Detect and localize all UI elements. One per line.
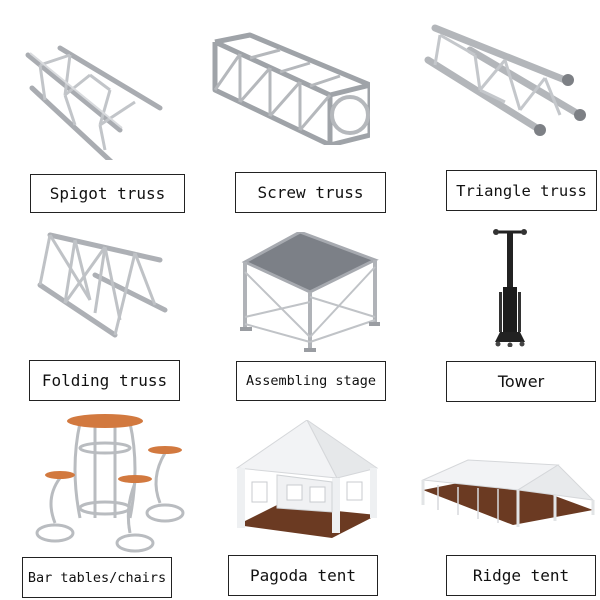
product-label-text: Assembling stage <box>245 373 377 389</box>
product-label-assembling-stage: Assembling stage <box>236 361 386 401</box>
product-label-text: Screw truss <box>257 183 364 202</box>
ridge-tent-image <box>418 455 598 530</box>
product-label-bar-tables-chairs: Bar tables/chairs <box>22 557 172 598</box>
product-label-ridge-tent: Ridge tent <box>446 555 596 596</box>
product-label-screw-truss: Screw truss <box>235 172 386 213</box>
product-label-text: Triangle truss <box>456 181 587 200</box>
product-label-folding-truss: Folding truss <box>29 360 180 401</box>
product-label-spigot-truss: Spigot truss <box>30 174 185 213</box>
triangle-truss-image <box>420 20 595 140</box>
product-label-text: Tower <box>497 372 545 391</box>
bar-tables-chairs-image <box>25 408 190 553</box>
pagoda-tent-image <box>232 420 382 540</box>
product-label-text: Ridge tent <box>472 566 570 585</box>
product-label-text: Bar tables/chairs <box>27 569 167 586</box>
folding-truss-image <box>35 225 175 340</box>
product-label-pagoda-tent: Pagoda tent <box>228 555 378 596</box>
tower-image <box>490 222 530 347</box>
screw-truss-image <box>210 30 370 145</box>
assembling-stage-image <box>240 232 380 354</box>
product-label-tower: Tower <box>446 361 596 402</box>
spigot-truss-image <box>10 20 165 160</box>
product-label-triangle-truss: Triangle truss <box>446 170 597 211</box>
product-label-text: Pagoda tent <box>250 566 356 585</box>
product-label-text: Spigot truss <box>49 184 166 203</box>
product-label-text: Folding truss <box>41 371 168 390</box>
